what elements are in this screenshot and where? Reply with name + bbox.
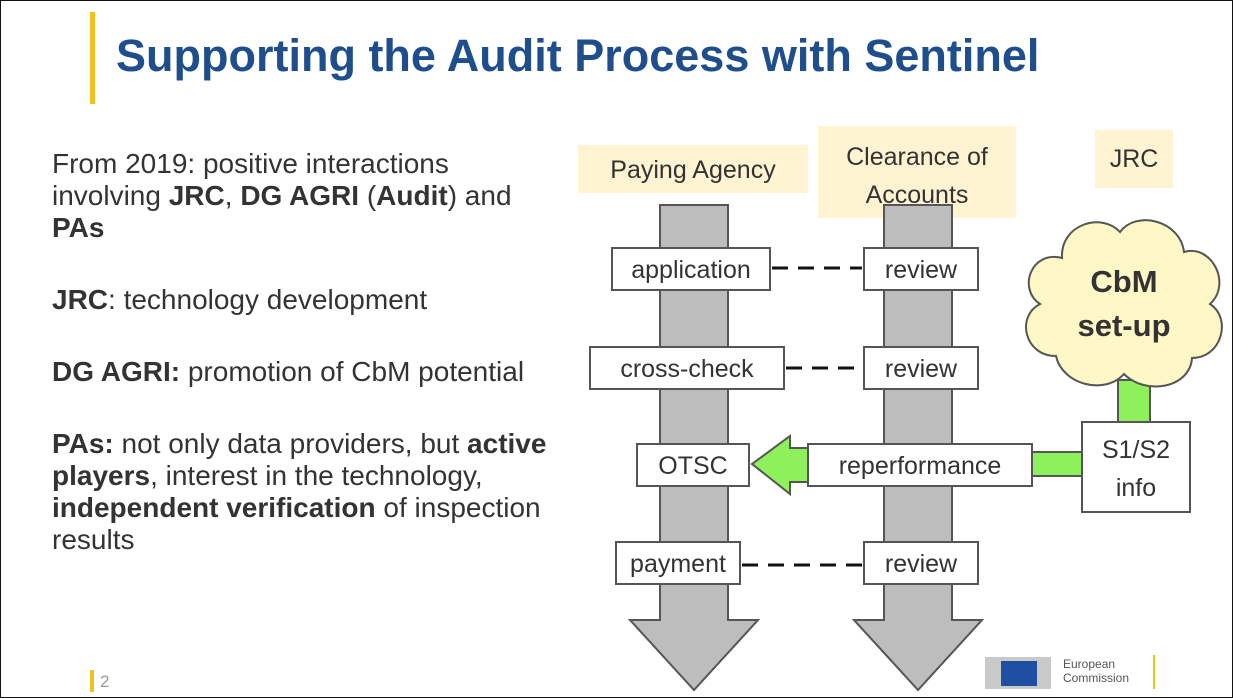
header-bg-clearance xyxy=(818,126,1016,218)
s1-s2-label-line1: S1/S2 xyxy=(1102,436,1170,464)
page-number-accent xyxy=(90,670,94,692)
step-cross-check-label: cross-check xyxy=(620,355,754,383)
logo-accent-line xyxy=(1153,655,1155,689)
header-bg-jrc xyxy=(1095,130,1173,188)
left-text-block: From 2019: positive interactions involvi… xyxy=(52,148,552,596)
green-arrow-to-otsc xyxy=(750,434,809,497)
cloud-label-line1: CbM xyxy=(1090,264,1157,299)
step-otsc-label: OTSC xyxy=(658,452,727,480)
european-commission-logo: European Commission xyxy=(985,655,1175,691)
step-payment-label: payment xyxy=(630,550,726,578)
eu-flag-icon xyxy=(985,657,1051,689)
logo-text: European Commission xyxy=(1063,657,1130,685)
step-reperformance xyxy=(807,443,1033,487)
cloud-label-line2: set-up xyxy=(1078,308,1171,343)
cbm-setup-cloud xyxy=(1025,219,1223,388)
step-application xyxy=(611,247,771,291)
step-review-2 xyxy=(863,346,979,390)
step-cross-check xyxy=(589,346,785,390)
step-application-label: application xyxy=(631,256,751,284)
paragraph-dg-agri: DG AGRI: promotion of CbM potential xyxy=(52,356,525,387)
paragraph-interactions: From 2019: positive interactions involvi… xyxy=(52,148,512,243)
step-review-3 xyxy=(863,541,979,585)
header-jrc: JRC xyxy=(1110,145,1159,173)
step-otsc xyxy=(636,443,750,487)
page-number: 2 xyxy=(100,672,110,691)
step-review-1 xyxy=(863,247,979,291)
step-review-1-label: review xyxy=(885,256,958,284)
title-accent-bar xyxy=(90,12,95,104)
paragraph-pas: PAs: not only data providers, but active… xyxy=(52,428,547,555)
header-paying-agency: Paying Agency xyxy=(610,156,776,184)
step-reperformance-label: reperformance xyxy=(839,452,1002,480)
paragraph-jrc: JRC: technology development xyxy=(52,284,428,315)
step-review-3-label: review xyxy=(885,550,958,578)
step-payment xyxy=(615,541,741,585)
s1-s2-info-box xyxy=(1081,421,1191,513)
header-clearance-line1: Clearance of xyxy=(846,143,988,171)
green-link-cloud-s1 xyxy=(1117,379,1151,423)
s1-s2-label-line2: info xyxy=(1116,474,1156,502)
green-link-s1-reperformance xyxy=(1031,451,1085,477)
step-review-2-label: review xyxy=(885,355,958,383)
slide-title: Supporting the Audit Process with Sentin… xyxy=(116,30,1040,81)
header-bg-paying xyxy=(578,145,808,193)
